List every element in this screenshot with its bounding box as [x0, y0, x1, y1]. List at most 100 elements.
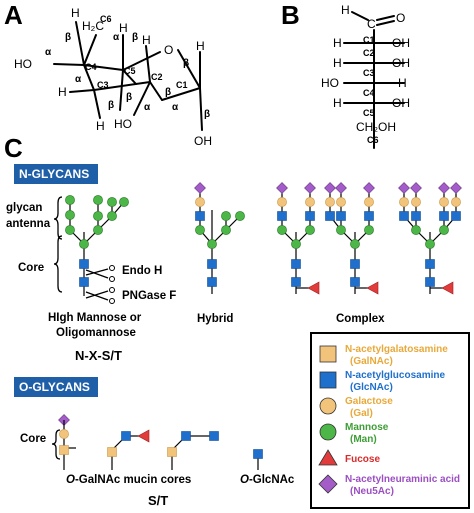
galactose-symbol: [411, 197, 421, 207]
pyranose-h-c1: H: [196, 39, 205, 53]
fischer-h-top: H: [341, 3, 350, 17]
glcnac-symbol: [425, 277, 435, 287]
fischer-right: OH: [392, 56, 410, 70]
legend-label: N-acetylglucosamine: [345, 370, 445, 381]
pyranose-c4: C4: [85, 62, 97, 72]
pyranose-ho-left: HO: [14, 57, 32, 71]
legend-items: N-acetylgalatosamine(GalNAc)N-acetylgluc…: [318, 344, 460, 497]
glcnac-symbol: [350, 259, 360, 269]
glcnac-symbol: [336, 211, 346, 221]
n-core-label: Core: [18, 262, 44, 274]
fucose-symbol: [137, 429, 150, 443]
pyranose-c6: C6: [100, 14, 112, 24]
neu5ac-symbol: [438, 182, 450, 194]
mannose-symbol: [350, 239, 360, 249]
complex-label: Complex: [336, 313, 385, 325]
neu5ac-symbol: [304, 182, 316, 194]
mannose-symbol: [119, 197, 129, 207]
mannose-symbol: [277, 225, 287, 235]
legend-circle-icon: [319, 397, 337, 415]
scissors-icon: [85, 287, 115, 304]
neu5ac-symbol: [276, 182, 288, 194]
legend-sublabel: (Man): [350, 434, 377, 445]
mannose-symbol: [336, 225, 346, 235]
n-glycans-header-bg: [14, 164, 98, 184]
mannose-symbol: [93, 195, 103, 205]
pyranose-h-top-left: H: [71, 6, 80, 20]
pyranose-c3: C3: [97, 80, 109, 90]
galnac-symbol: [167, 447, 177, 457]
mannose-symbol: [65, 210, 75, 220]
galactose-symbol: [277, 197, 287, 207]
mannose-symbol: [207, 239, 217, 249]
greek-label: α: [172, 102, 179, 113]
neu5ac-symbol: [410, 182, 422, 194]
glcnac-symbol: [121, 431, 131, 441]
mannose-symbol: [221, 225, 231, 235]
fischer-row: H OH C5: [333, 96, 410, 118]
legend-item: Fucose: [318, 449, 380, 466]
fischer-bottom: CH₂OH: [356, 120, 396, 134]
fischer-row: H OH C3: [333, 56, 410, 78]
glcnac-symbol: [411, 211, 421, 221]
glcnac-symbol: [79, 277, 89, 287]
legend-item: N-acetylneuraminic acid(Neu5Ac): [318, 474, 460, 497]
glcnac-symbol: [207, 277, 217, 287]
glcnac-symbol: [350, 277, 360, 287]
n-motif: N-X-S/T: [75, 348, 122, 363]
mannose-symbol: [107, 197, 117, 207]
panel-b-letter: B: [281, 0, 300, 30]
pyranose-ring-o: O: [164, 43, 173, 57]
fischer-left: HO: [321, 76, 339, 90]
pyranose-ch2: H₂C: [82, 19, 104, 33]
legend-label: Fucose: [345, 454, 380, 465]
high-mannose-line1: HIgh Mannose or: [48, 312, 142, 324]
scissors-icon: [85, 265, 115, 282]
glcnac-symbol: [291, 259, 301, 269]
glycan-antenna-line1: glycan: [6, 202, 42, 214]
o-glycans-header-bg: [14, 377, 98, 397]
galactose-symbol: [399, 197, 409, 207]
glcnac-symbol: [195, 211, 205, 221]
mannose-symbol: [439, 225, 449, 235]
legend-sublabel: (GalNAc): [350, 356, 393, 367]
glcnac-symbol: [181, 431, 191, 441]
glcnac-symbol: [291, 277, 301, 287]
fischer-c4: C4: [363, 88, 375, 98]
greek-label: α: [45, 47, 52, 58]
greek-label: β: [65, 32, 71, 43]
neu5ac-symbol: [398, 182, 410, 194]
glcnac-symbol: [305, 211, 315, 221]
fucose-symbol: [307, 281, 320, 295]
neu5ac-symbol: [450, 182, 462, 194]
core-brace: [53, 235, 63, 293]
pyranose-c5: C5: [124, 66, 136, 76]
legend-item: N-acetylglucosamine(GlcNAc): [319, 370, 445, 393]
fischer-left: H: [333, 96, 342, 110]
fischer-right: OH: [392, 96, 410, 110]
pngase-f-label: PNGase F: [122, 290, 176, 302]
pyranose-h-c3-left: H: [58, 85, 67, 99]
o-glycans-header: O-GLYCANS: [19, 380, 90, 394]
glcnac-symbol: [439, 211, 449, 221]
legend-label: Mannose: [345, 422, 389, 433]
glcnac-symbol: [425, 259, 435, 269]
legend-circle-icon: [319, 423, 337, 441]
mannose-symbol: [235, 211, 245, 221]
mucin-prefix: O: [66, 474, 75, 486]
mannose-symbol: [291, 239, 301, 249]
fischer-left: H: [333, 56, 342, 70]
legend-sublabel: (Neu5Ac): [350, 486, 394, 497]
fischer-c3: C3: [363, 68, 375, 78]
legend: N-acetylgalatosamine(GalNAc)N-acetylgluc…: [310, 332, 470, 509]
mannose-symbol: [93, 225, 103, 235]
glcnac-symbol: [79, 259, 89, 269]
greek-label: β: [132, 32, 138, 43]
glcnac-symbol: [451, 211, 461, 221]
o-core-brace: [51, 429, 61, 460]
legend-label: Galactose: [345, 396, 393, 407]
fischer-row: H OH C2: [333, 36, 410, 58]
fischer-projection: H O C C1 H OH C2 H OH C3 HO H C4 H: [321, 3, 410, 149]
galactose-symbol: [451, 197, 461, 207]
